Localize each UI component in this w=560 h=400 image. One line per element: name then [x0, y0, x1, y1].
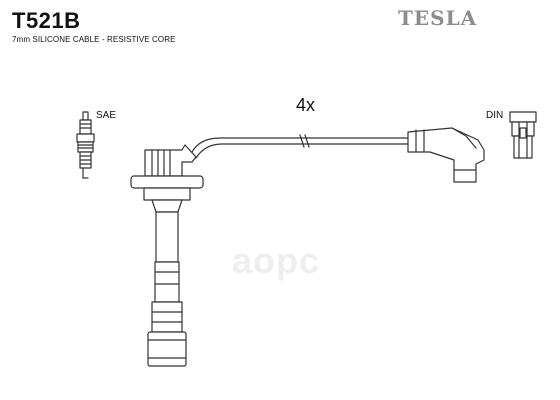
- part-number: T521B: [12, 8, 81, 33]
- distributor-boot: [407, 127, 485, 183]
- din-label: DIN: [486, 110, 504, 121]
- spark-plug-icon: [76, 111, 95, 179]
- watermark: aopc: [232, 240, 321, 281]
- spark-plug-boot: [130, 144, 204, 367]
- sae-label: SAE: [96, 110, 117, 121]
- din-terminal-icon: [509, 111, 537, 159]
- brand-logo: TESLA: [398, 6, 478, 30]
- quantity-label: 4x: [296, 95, 316, 115]
- cable-description: 7mm SILICONE CABLE - RESISTIVE CORE: [12, 35, 176, 44]
- cable: [191, 134, 413, 159]
